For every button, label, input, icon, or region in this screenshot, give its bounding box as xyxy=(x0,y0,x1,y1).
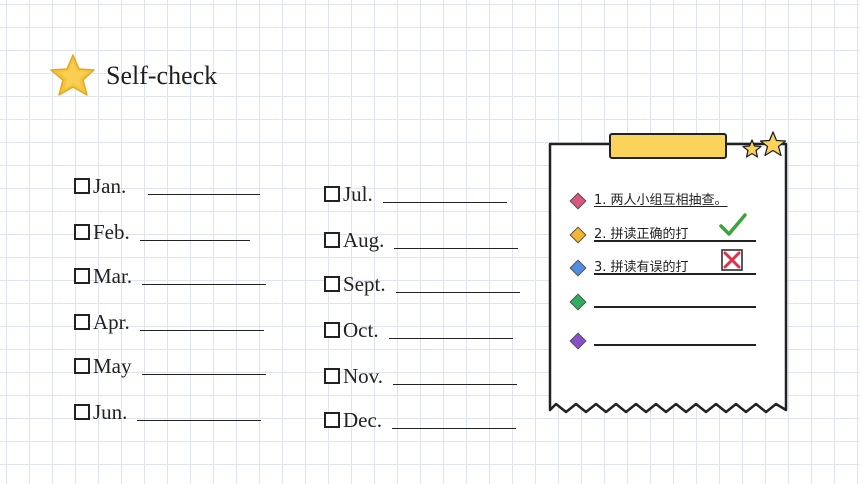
checkbox-icon[interactable] xyxy=(324,412,340,428)
month-label: Dec. xyxy=(343,408,383,432)
checkbox-icon[interactable] xyxy=(324,368,340,384)
checkbox-icon[interactable] xyxy=(74,268,90,284)
month-label: Mar. xyxy=(93,264,133,288)
large-star-icon xyxy=(759,131,787,157)
note-item-2: 2. 拼读正确的打 xyxy=(594,227,689,242)
month-label: Nov. xyxy=(343,364,384,388)
answer-blank[interactable] xyxy=(394,247,519,249)
answer-blank[interactable] xyxy=(388,337,513,339)
month-mar[interactable]: Mar. xyxy=(74,264,267,288)
note-item-1: 1. 两人小组互相抽查。 xyxy=(594,193,728,208)
month-nov[interactable]: Nov. xyxy=(324,364,518,388)
checkbox-icon[interactable] xyxy=(74,314,90,330)
checkbox-icon[interactable] xyxy=(324,276,340,292)
month-label: Oct. xyxy=(343,318,379,342)
checkbox-icon[interactable] xyxy=(74,358,90,374)
month-aug[interactable]: Aug. xyxy=(324,228,519,252)
answer-blank[interactable] xyxy=(137,419,262,421)
star-icon xyxy=(50,54,95,96)
month-sept[interactable]: Sept. xyxy=(324,272,520,296)
answer-blank[interactable] xyxy=(395,291,520,293)
checkbox-icon[interactable] xyxy=(324,232,340,248)
month-jun[interactable]: Jun. xyxy=(74,400,262,424)
title-area: Self-check xyxy=(48,52,217,100)
month-label: May xyxy=(93,354,132,378)
month-oct[interactable]: Oct. xyxy=(324,318,513,342)
month-apr[interactable]: Apr. xyxy=(74,310,264,334)
answer-blank[interactable] xyxy=(148,193,261,195)
note-blank-line[interactable] xyxy=(594,344,756,346)
note-underline xyxy=(594,273,756,275)
answer-blank[interactable] xyxy=(139,239,250,241)
month-dec[interactable]: Dec. xyxy=(324,408,517,432)
month-label: Apr. xyxy=(93,310,130,334)
month-label: Feb. xyxy=(93,220,130,244)
checkbox-icon[interactable] xyxy=(74,404,90,420)
checkbox-icon[interactable] xyxy=(74,224,90,240)
answer-blank[interactable] xyxy=(139,329,264,331)
note-blank-line[interactable] xyxy=(594,306,756,308)
month-label: Aug. xyxy=(343,228,385,252)
month-label: Sept. xyxy=(343,272,386,296)
month-jan[interactable]: Jan. xyxy=(74,174,261,198)
month-may[interactable]: May xyxy=(74,354,266,378)
note-card xyxy=(548,131,788,414)
month-label: Jul. xyxy=(343,182,373,206)
answer-blank[interactable] xyxy=(382,201,507,203)
month-label: Jun. xyxy=(93,400,128,424)
month-jul[interactable]: Jul. xyxy=(324,182,507,206)
small-star-icon xyxy=(742,139,762,158)
note-item-3: 3. 拼读有误的打 xyxy=(594,260,689,275)
month-feb[interactable]: Feb. xyxy=(74,220,250,244)
page-title: Self-check xyxy=(106,61,218,90)
answer-blank[interactable] xyxy=(141,373,266,375)
cross-icon xyxy=(721,249,743,271)
tape-strip xyxy=(609,133,727,159)
answer-blank[interactable] xyxy=(393,383,518,385)
month-label: Jan. xyxy=(93,174,127,198)
answer-blank[interactable] xyxy=(142,283,267,285)
checkbox-icon[interactable] xyxy=(324,322,340,338)
note-underline xyxy=(594,240,756,242)
check-icon xyxy=(719,213,747,236)
checkbox-icon[interactable] xyxy=(324,186,340,202)
answer-blank[interactable] xyxy=(392,427,517,429)
checkbox-icon[interactable] xyxy=(74,178,90,194)
